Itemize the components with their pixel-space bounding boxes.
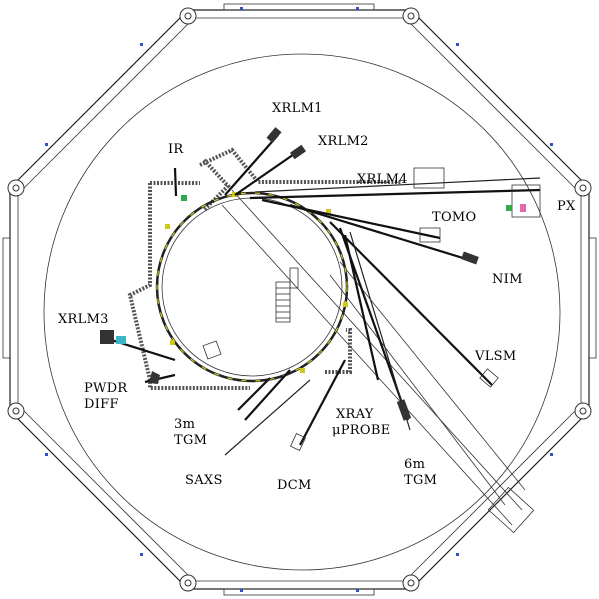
- beamline-lines: [100, 127, 541, 456]
- label-ir: IR: [168, 142, 184, 157]
- building-outer-wall: [2, 3, 597, 596]
- label-6m-tgm: TGM: [404, 473, 437, 488]
- label-pwdr: PWDR: [84, 381, 128, 396]
- label-saxs: SAXS: [185, 473, 223, 488]
- experimental-floor-circle: [43, 53, 561, 571]
- label-vlsm: VLSM: [474, 349, 516, 364]
- label-xray: XRAY: [336, 407, 374, 422]
- storage-ring: [155, 191, 349, 383]
- label-dcm: DCM: [277, 478, 312, 493]
- label-3m: 3m: [174, 417, 195, 432]
- central-staircase: [275, 267, 299, 323]
- label-xrlm1: XRLM1: [272, 101, 323, 116]
- label-xrlm4: XRLM4: [357, 172, 408, 187]
- label-xrlm3: XRLM3: [58, 312, 109, 327]
- label-6m: 6m: [404, 457, 425, 472]
- label-xrlm2: XRLM2: [318, 134, 369, 149]
- beamline-labels: XRLM1 XRLM2 IR XRLM4 TOMO PX NIM XRLM3 V…: [58, 101, 576, 493]
- label-tomo: TOMO: [432, 210, 477, 225]
- label-diff: DIFF: [84, 397, 119, 412]
- label-3m-tgm: TGM: [174, 433, 207, 448]
- label-nim: NIM: [492, 272, 523, 287]
- building-pillars: [7, 7, 592, 592]
- label-uprobe: μPROBE: [332, 423, 391, 438]
- label-px: PX: [557, 199, 576, 214]
